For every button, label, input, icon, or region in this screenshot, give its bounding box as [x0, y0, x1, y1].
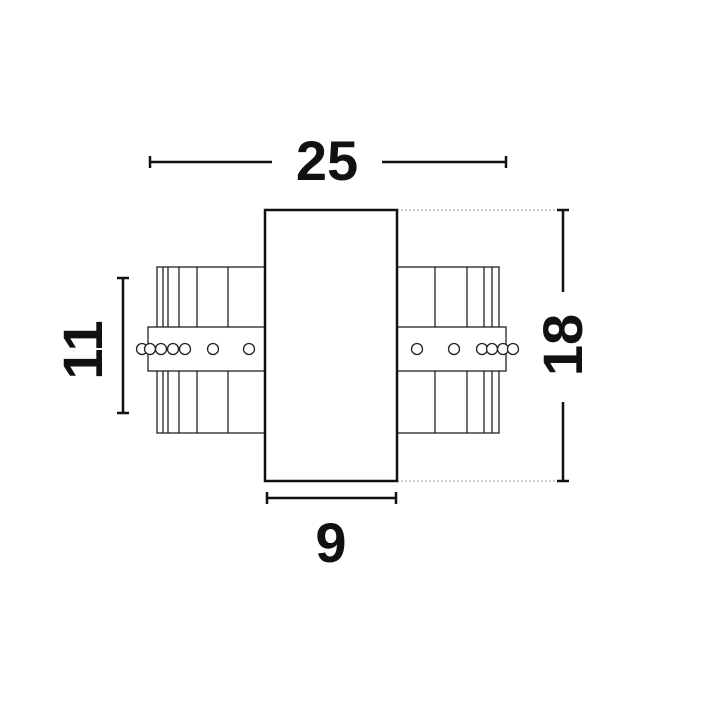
body-width-label: 9 — [315, 511, 346, 574]
ring-height-dimension — [117, 276, 129, 415]
right-ring — [395, 266, 507, 434]
ring-height-label: 11 — [51, 320, 114, 379]
bead — [242, 342, 256, 356]
bead — [485, 342, 499, 356]
height-guides — [397, 209, 560, 482]
bead — [506, 342, 520, 356]
central-body — [263, 208, 399, 483]
bead — [166, 342, 180, 356]
width-label: 25 — [296, 129, 358, 192]
bead — [154, 342, 168, 356]
bead — [447, 342, 461, 356]
bead — [410, 342, 424, 356]
bead — [206, 342, 220, 356]
height-label: 18 — [531, 314, 594, 376]
body-width-dimension — [265, 492, 398, 504]
beads — [135, 342, 520, 356]
bead — [178, 342, 192, 356]
bead — [143, 342, 157, 356]
width-dimension — [148, 156, 508, 168]
height-dimension — [557, 208, 569, 483]
